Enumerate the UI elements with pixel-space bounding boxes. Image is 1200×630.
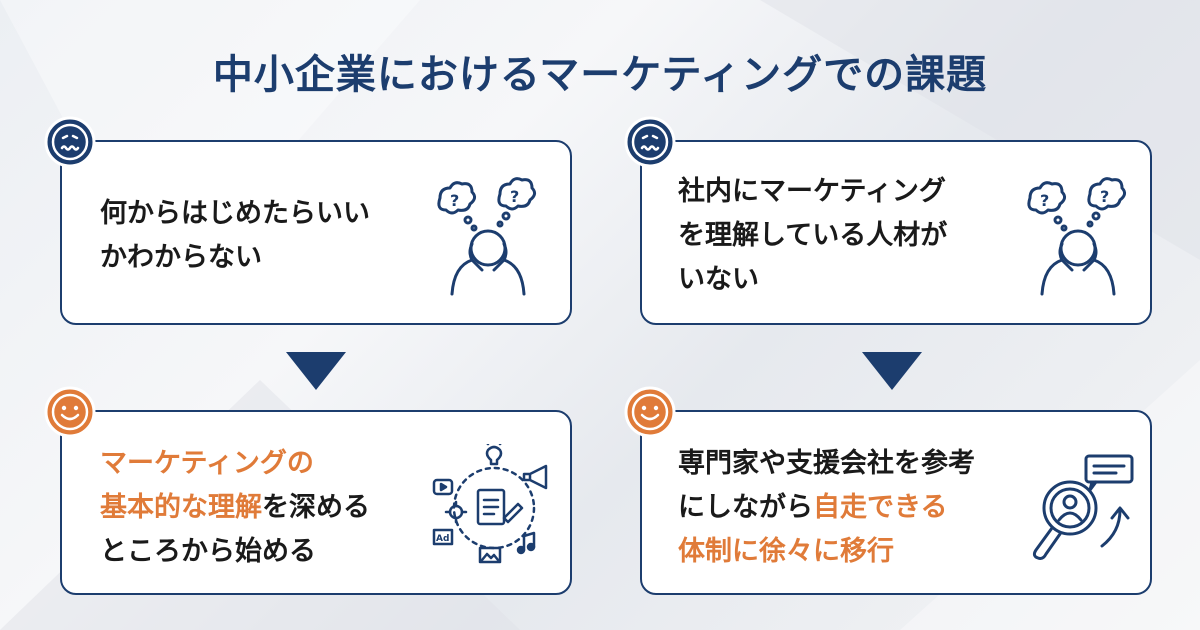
card-text-line: かわからない xyxy=(100,236,370,280)
page-title: 中小企業におけるマーケティングでの課題 xyxy=(212,52,988,98)
svg-text:?: ? xyxy=(1040,191,1049,210)
card-text-line: にしながら自走できる xyxy=(678,486,975,530)
down-arrow-icon xyxy=(862,352,922,390)
card-text-line: 社内にマーケティング xyxy=(678,170,947,214)
worried-face-icon xyxy=(624,116,676,168)
card-text-line: いない xyxy=(678,258,947,302)
smile-face-icon xyxy=(624,386,676,438)
highlight-text: 自走できる xyxy=(813,492,948,523)
solution-card-2: 専門家や支援会社を参考にしながら自走できる体制に徐々に移行 xyxy=(640,410,1152,595)
card-text: マーケティングの基本的な理解を深めるところから始める xyxy=(100,442,370,574)
body-text: かわからない xyxy=(100,242,262,273)
svg-text:?: ? xyxy=(1100,187,1109,206)
highlight-text: マーケティングの xyxy=(100,448,314,479)
card-text: 何からはじめたらいいかわからない xyxy=(100,192,370,280)
svg-text:Ad: Ad xyxy=(436,534,449,544)
smile-face-icon xyxy=(44,386,96,438)
card-text-line: を理解している人材が xyxy=(678,214,947,258)
highlight-text: 基本的な理解 xyxy=(100,492,262,523)
body-text: ところから始める xyxy=(100,536,316,567)
card-text-line: 基本的な理解を深める xyxy=(100,486,370,530)
card-text: 専門家や支援会社を参考にしながら自走できる体制に徐々に移行 xyxy=(678,442,975,574)
card-text: 社内にマーケティングを理解している人材がいない xyxy=(678,170,947,302)
down-arrow-icon xyxy=(286,352,346,390)
worried-face-icon xyxy=(44,116,96,168)
body-text: を理解している人材が xyxy=(678,220,948,251)
svg-text:?: ? xyxy=(510,187,519,206)
body-text: を深める xyxy=(262,492,370,523)
svg-text:?: ? xyxy=(450,191,459,210)
body-text: 社内にマーケティング xyxy=(678,176,946,207)
highlight-text: 体制に徐々に移行 xyxy=(678,536,894,567)
body-text: 何からはじめたらいい xyxy=(100,198,370,229)
problem-card-1: 何からはじめたらいいかわからない ? ? xyxy=(60,140,572,325)
marketing-tools-icon: Ad xyxy=(432,444,556,568)
card-text-line: ところから始める xyxy=(100,530,370,574)
body-text: いない xyxy=(678,264,759,295)
card-text-line: 体制に徐々に移行 xyxy=(678,530,975,574)
body-text: 専門家や支援会社を参考 xyxy=(678,448,975,479)
confused-person-icon: ? ? xyxy=(1020,176,1140,296)
card-text-line: マーケティングの xyxy=(100,442,370,486)
problem-card-2: 社内にマーケティングを理解している人材がいない ? ? xyxy=(640,140,1152,325)
confused-person-icon: ? ? xyxy=(430,176,550,296)
card-text-line: 専門家や支援会社を参考 xyxy=(678,442,975,486)
body-text: にしながら xyxy=(678,492,813,523)
solution-card-1: マーケティングの基本的な理解を深めるところから始める Ad xyxy=(60,410,572,595)
search-person-icon xyxy=(1028,452,1138,568)
card-text-line: 何からはじめたらいい xyxy=(100,192,370,236)
